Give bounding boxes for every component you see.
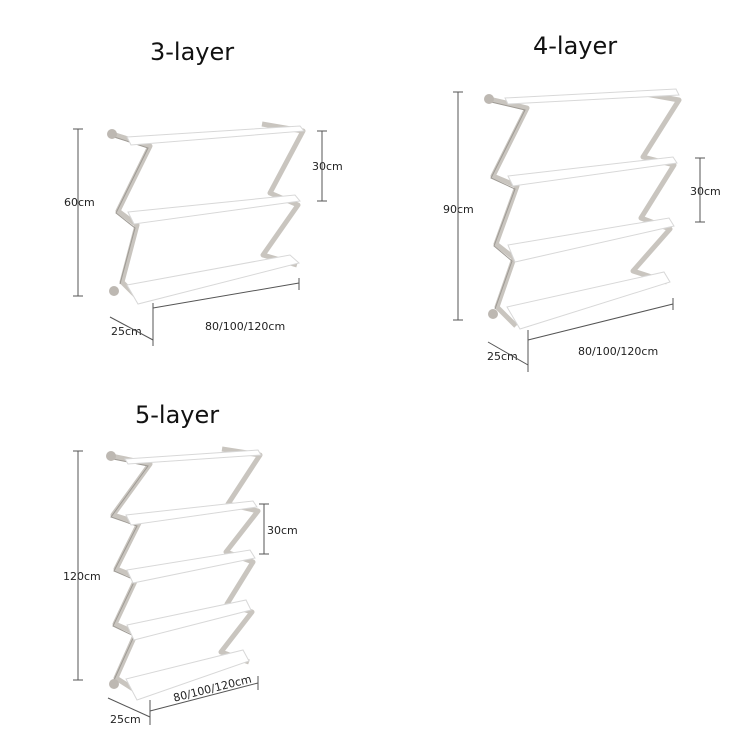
boards-3-layer bbox=[126, 125, 305, 305]
wall-mount-5-layer-bottom bbox=[109, 679, 119, 689]
dimension-lines-3-layer bbox=[73, 128, 327, 346]
dimension-lines-5-layer bbox=[73, 450, 269, 725]
depth-label-5-layer: 25cm bbox=[110, 713, 141, 726]
wall-mount-3-layer-bottom bbox=[109, 286, 119, 296]
spacing-label-5-layer: 30cm bbox=[267, 524, 298, 537]
spacing-label-3-layer: 30cm bbox=[312, 160, 343, 173]
width-label-4-layer: 80/100/120cm bbox=[578, 345, 659, 358]
wall-mount-3-layer-top bbox=[107, 129, 117, 139]
frame-shade-5-layer bbox=[110, 458, 149, 681]
wall-mount-5-layer-top bbox=[106, 451, 116, 461]
shelf-4-layer bbox=[453, 88, 705, 372]
wall-mount-4-layer-bottom bbox=[488, 309, 498, 319]
boards-5-layer bbox=[124, 449, 262, 701]
dimension-lines-4-layer bbox=[453, 91, 705, 372]
depth-label-3-layer: 25cm bbox=[111, 325, 142, 338]
width-label-3-layer: 80/100/120cm bbox=[205, 320, 286, 333]
title-5-layer: 5-layer bbox=[135, 401, 220, 429]
depth-label-4-layer: 25cm bbox=[487, 350, 518, 363]
wall-mount-4-layer-top bbox=[484, 94, 494, 104]
title-4-layer: 4-layer bbox=[533, 32, 618, 60]
boards-4-layer bbox=[504, 88, 680, 330]
frame-4-layer bbox=[488, 90, 682, 328]
frame-shade-4-layer bbox=[490, 101, 526, 310]
title-3-layer: 3-layer bbox=[150, 38, 235, 66]
height-label-5-layer: 120cm bbox=[63, 570, 101, 583]
height-label-3-layer: 60cm bbox=[64, 196, 95, 209]
shelf-5-layer bbox=[73, 446, 269, 725]
spacing-label-4-layer: 30cm bbox=[690, 185, 721, 198]
shelf-3-layer bbox=[73, 121, 327, 346]
